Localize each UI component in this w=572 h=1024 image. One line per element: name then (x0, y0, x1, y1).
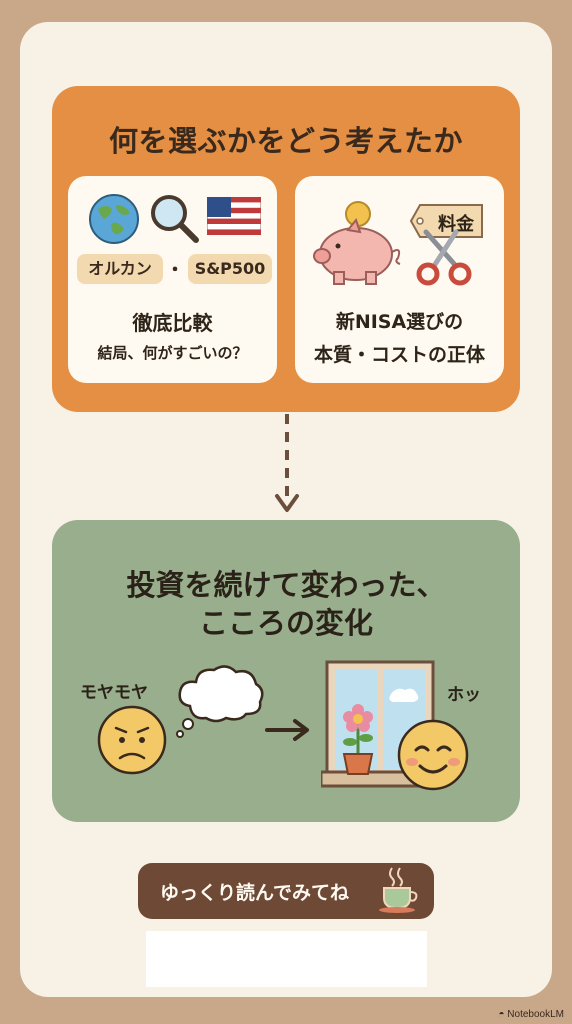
magnifier-icon (151, 195, 199, 243)
read-slowly-label: ゆっくり読んでみてね (160, 882, 350, 904)
all-country-pill: オルカン (77, 254, 163, 284)
globe-icon (89, 194, 139, 244)
down-arrow-icon (275, 414, 299, 512)
cost-heading-line2: 本質・コストの正体 (313, 344, 485, 366)
coffee-cup-icon (379, 867, 418, 913)
blank-panel (146, 931, 427, 987)
smiling-face-icon (397, 719, 469, 791)
scissors-icon (416, 229, 472, 286)
comparison-heading: 徹底比較 (132, 311, 213, 335)
thought-cloud-icon (176, 665, 264, 738)
worried-face-icon (97, 705, 167, 775)
comparison-subheading: 結局、何がすごいの？ (97, 344, 248, 362)
flower-pot-icon (342, 704, 374, 775)
brand-label: NotebookLM (507, 1009, 564, 1020)
notebooklm-logo-icon: ◓ (498, 1009, 505, 1020)
right-arrow-icon (265, 719, 309, 741)
mindset-title-line2: こころの変化 (198, 606, 373, 640)
mindset-title-line1: 投資を続けて変わった、 (126, 568, 446, 602)
piggy-bank-icon (313, 201, 401, 285)
before-mood-label: モヤモヤ (80, 683, 148, 703)
selection-section-title: 何を選ぶかをどう考えたか (108, 124, 463, 158)
price-tag-label: 料金 (438, 214, 474, 235)
us-flag-icon (207, 197, 261, 235)
notebooklm-brand: ◓ NotebookLM (498, 1009, 564, 1020)
pill-separator: ・ (166, 260, 184, 281)
sp500-pill: S&P500 (188, 254, 272, 284)
after-mood-label: ホッ (447, 685, 481, 705)
cost-heading-line1: 新NISA選びの (335, 311, 464, 333)
